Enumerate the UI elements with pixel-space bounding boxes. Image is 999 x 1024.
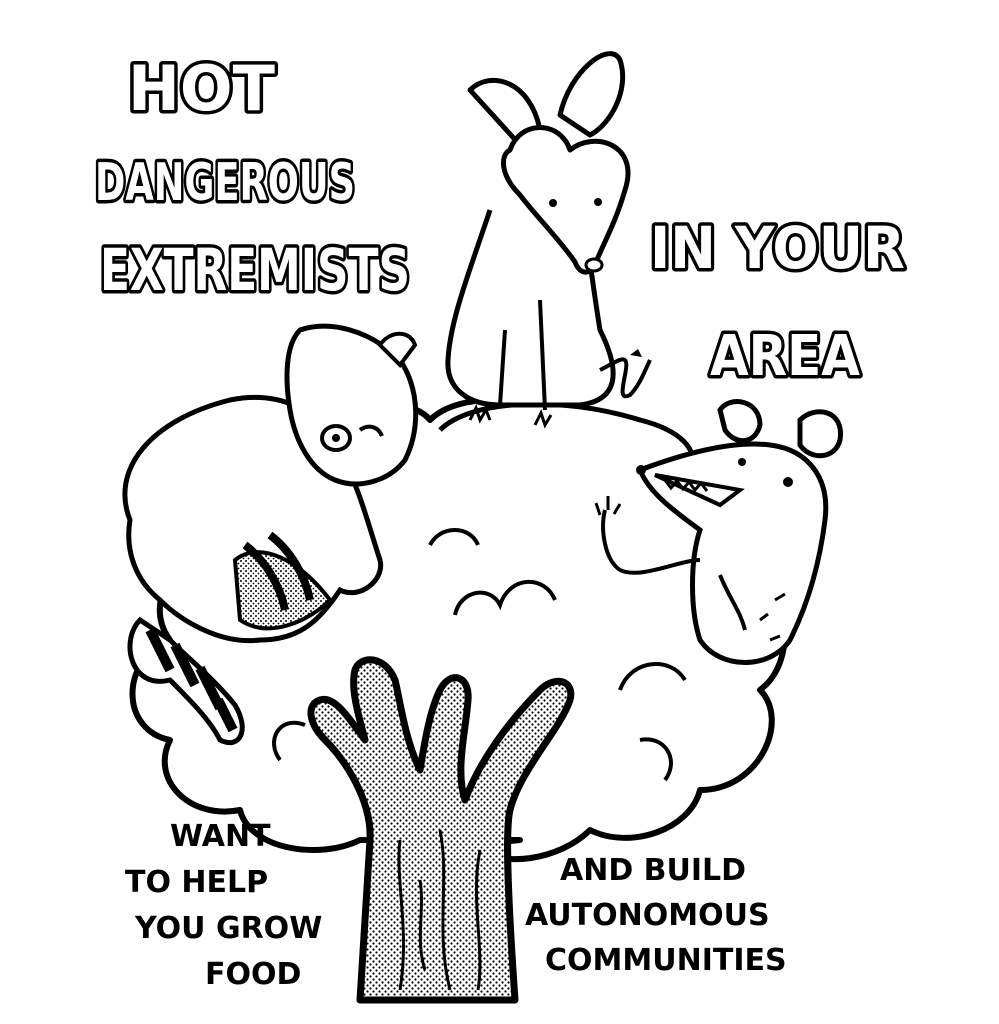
canopy-bump	[618, 662, 687, 691]
raccoon	[122, 323, 419, 745]
headline-dangerous: DANGEROUS	[95, 153, 355, 213]
grass-tuft	[468, 404, 492, 424]
headline-in-your: IN YOUR	[650, 214, 905, 282]
bark-line	[397, 839, 405, 991]
caption-right-3: COMMUNITIES	[545, 943, 787, 978]
headline-extremists: EXTREMISTS	[100, 236, 410, 304]
canopy-bump	[272, 720, 306, 762]
caption-right-2: AUTONOMOUS	[525, 898, 770, 933]
bark-line	[438, 829, 452, 991]
canopy-bump	[639, 737, 673, 782]
caption-left-1: WANT	[170, 819, 271, 854]
headline-hot: HOT	[128, 52, 275, 125]
bark-line	[418, 879, 427, 971]
opossum	[594, 399, 843, 665]
canopy-bump	[453, 579, 557, 616]
top-animal	[445, 51, 652, 411]
headline-area: AREA	[710, 324, 861, 389]
bark-line	[474, 849, 482, 991]
caption-right-1: AND BUILD	[560, 853, 746, 888]
caption-left-3: YOU GROW	[134, 911, 322, 946]
caption-left-4: FOOD	[205, 957, 301, 992]
grass-tuft	[533, 409, 553, 429]
canopy-bump	[428, 528, 480, 547]
caption-left-2: TO HELP	[125, 865, 268, 900]
